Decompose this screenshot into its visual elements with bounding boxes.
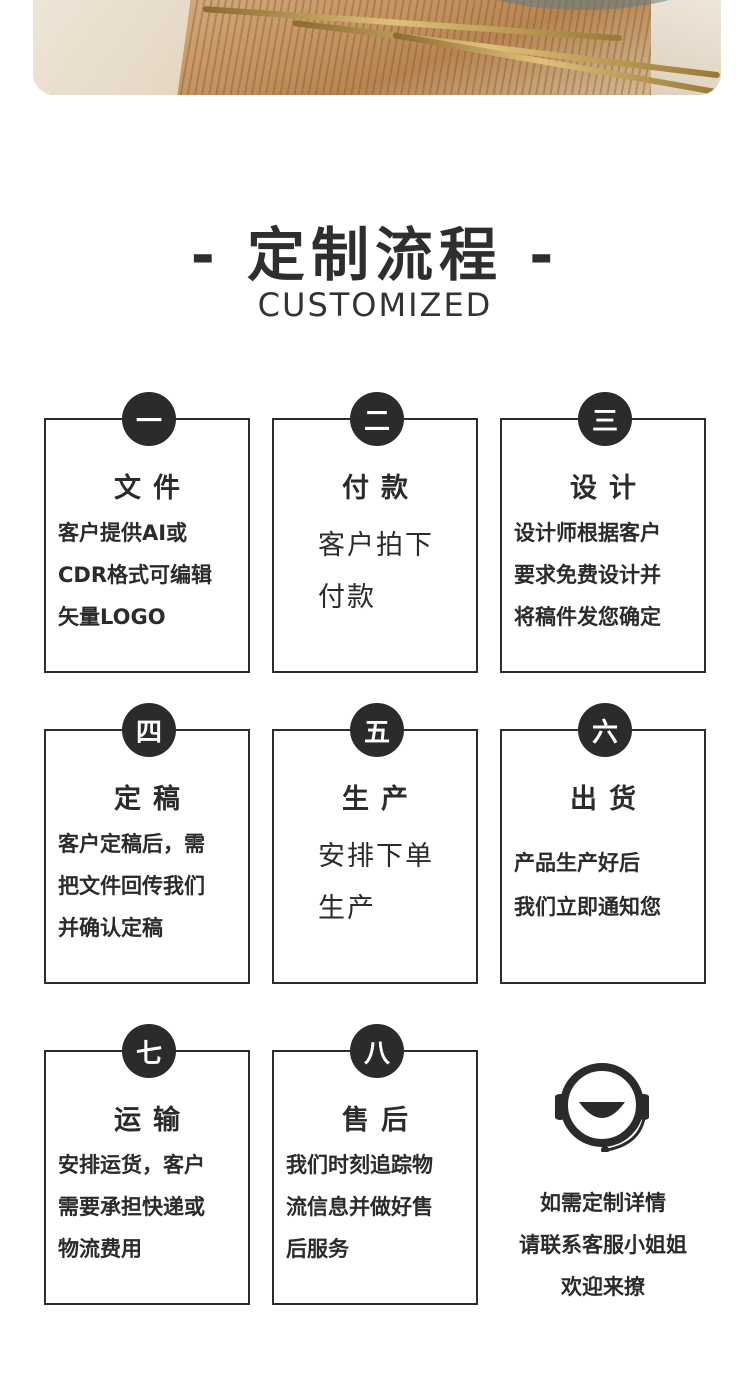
step-number-badge: 五 — [350, 703, 404, 757]
step-number-badge: 二 — [350, 392, 404, 446]
step-description: 我们时刻追踪物 流信息并做好售 后服务 — [286, 1153, 433, 1261]
step-title: 出货 — [570, 784, 648, 815]
section-subtitle: CUSTOMIZED — [257, 286, 493, 324]
step-description: 客户提供AI或 CDR格式可编辑 矢量LOGO — [58, 521, 213, 629]
step-number-badge: 四 — [122, 703, 176, 757]
step-number-badge: 七 — [122, 1024, 176, 1078]
customer-service-block: 如需定制详情 请联系客服小姐姐 欢迎来撩 — [500, 1052, 706, 1302]
step-description: 客户拍下 付款 — [318, 530, 434, 613]
step-title: 付款 — [342, 473, 420, 504]
headset-smile-icon — [555, 1063, 649, 1152]
step-description: 客户定稿后，需 把文件回传我们 并确认定稿 — [58, 832, 205, 940]
step-title: 文件 — [114, 473, 192, 504]
step-number-badge: 一 — [122, 392, 176, 446]
step-title: 设计 — [570, 473, 648, 504]
step-card-5: 五 生产 安排下单 生产 — [272, 703, 478, 984]
step-title: 售后 — [342, 1105, 420, 1136]
service-message: 如需定制详情 请联系客服小姐姐 欢迎来撩 — [519, 1191, 687, 1299]
step-description: 设计师根据客户 要求免费设计并 将稿件发您确定 — [514, 521, 661, 629]
step-title: 定稿 — [114, 784, 192, 815]
step-card-3: 三 设计 设计师根据客户 要求免费设计并 将稿件发您确定 — [500, 392, 706, 673]
step-title: 生产 — [342, 784, 420, 815]
step-number-badge: 六 — [578, 703, 632, 757]
step-card-2: 二 付款 客户拍下 付款 — [272, 392, 478, 673]
step-card-1: 一 文件 客户提供AI或 CDR格式可编辑 矢量LOGO — [44, 392, 250, 673]
step-card-4: 四 定稿 客户定稿后，需 把文件回传我们 并确认定稿 — [44, 703, 250, 984]
product-photo-strip — [33, 0, 721, 95]
step-number-badge: 三 — [578, 392, 632, 446]
step-card-8: 八 售后 我们时刻追踪物 流信息并做好售 后服务 — [272, 1024, 478, 1305]
step-description: 安排下单 生产 — [318, 841, 434, 924]
section-title: - 定制流程 - — [190, 221, 560, 289]
step-description: 安排运货，客户 需要承担快递或 物流费用 — [58, 1153, 205, 1261]
step-number-badge: 八 — [350, 1024, 404, 1078]
step-card-7: 七 运输 安排运货，客户 需要承担快递或 物流费用 — [44, 1024, 250, 1305]
step-card-6: 六 出货 产品生产好后 我们立即通知您 — [500, 703, 706, 984]
step-title: 运输 — [114, 1105, 192, 1136]
step-description: 产品生产好后 我们立即通知您 — [514, 851, 661, 919]
